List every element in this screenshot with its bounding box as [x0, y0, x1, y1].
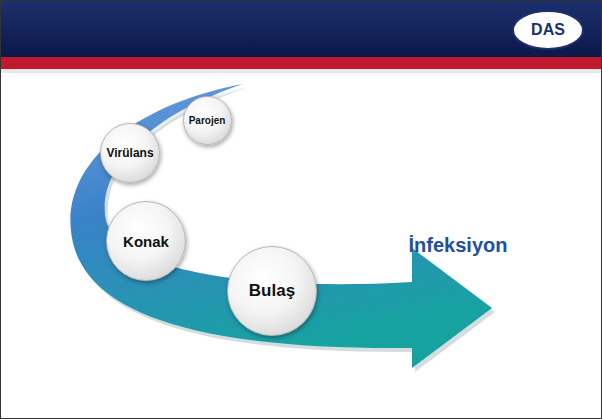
cycle-arrow [70, 84, 492, 368]
header-shadow [0, 69, 602, 73]
node-label: Konak [123, 233, 169, 250]
circle-node: Bulaş [227, 246, 317, 336]
node-label: Virülans [106, 146, 153, 160]
header-stripe [0, 57, 602, 69]
result-label: İnfeksiyon [409, 234, 508, 257]
circle-node: Konak [106, 201, 186, 281]
node-label: Bulaş [249, 281, 295, 301]
circle-node: Virülans [100, 123, 160, 183]
logo-text: DAS [531, 21, 565, 39]
circle-node: Parojen [183, 96, 232, 145]
logo-oval [513, 11, 583, 49]
header-band [0, 0, 602, 62]
node-label: Parojen [189, 115, 226, 126]
